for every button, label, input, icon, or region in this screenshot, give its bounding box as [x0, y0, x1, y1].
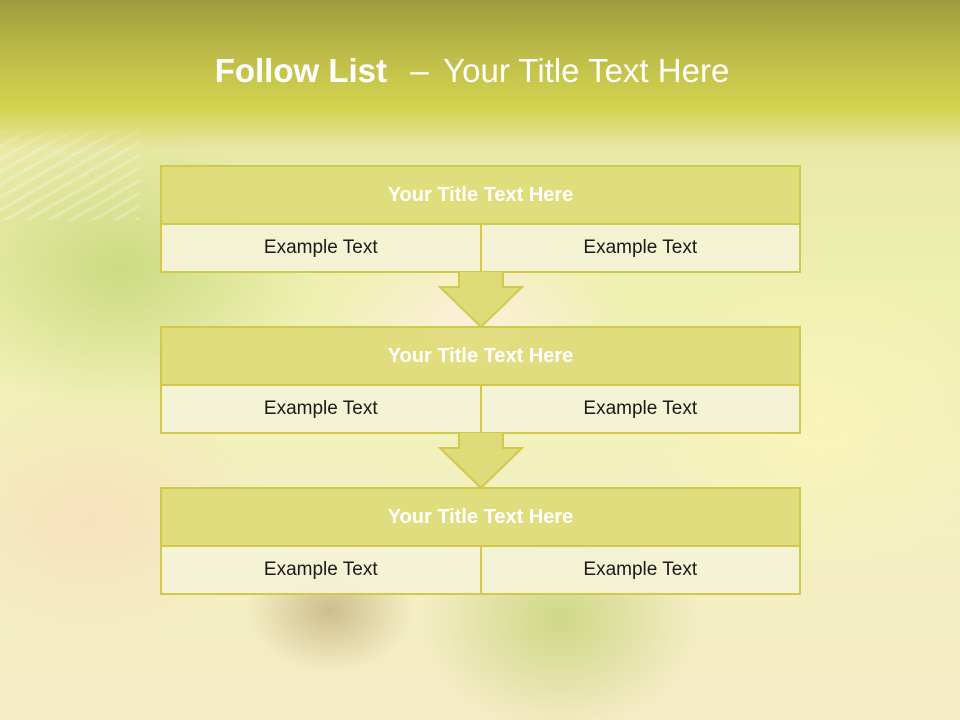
list-block-cell-left: Example Text [263, 237, 378, 258]
list-block-title: Your Title Text Here [162, 489, 799, 547]
list-block-row: Example Text Example Text [162, 225, 799, 271]
down-arrow-icon [438, 432, 524, 490]
slide-title: Follow List – Your Title Text Here [0, 52, 944, 90]
list-block-3: Your Title Text Here Example Text Exampl… [160, 487, 801, 595]
list-block-2: Your Title Text Here Example Text Exampl… [160, 326, 801, 434]
list-block-cell-left: Example Text [263, 398, 378, 419]
list-block-title: Your Title Text Here [162, 328, 799, 386]
list-block-cell-right: Example Text [479, 386, 800, 432]
list-block-cell-right: Example Text [479, 225, 800, 271]
list-block-row: Example Text Example Text [162, 547, 799, 593]
list-block-1: Your Title Text Here Example Text Exampl… [160, 165, 801, 273]
down-arrow-icon [438, 271, 524, 329]
list-block-cell-right: Example Text [479, 547, 800, 593]
slide-title-rest: Your Title Text Here [443, 52, 730, 89]
list-block-row: Example Text Example Text [162, 386, 799, 432]
slide-title-bold: Follow List [214, 52, 388, 89]
list-block-cell-left: Example Text [263, 559, 378, 580]
list-block-title: Your Title Text Here [162, 167, 799, 225]
slide-title-dash: – [410, 52, 429, 89]
title-banner [0, 0, 960, 150]
